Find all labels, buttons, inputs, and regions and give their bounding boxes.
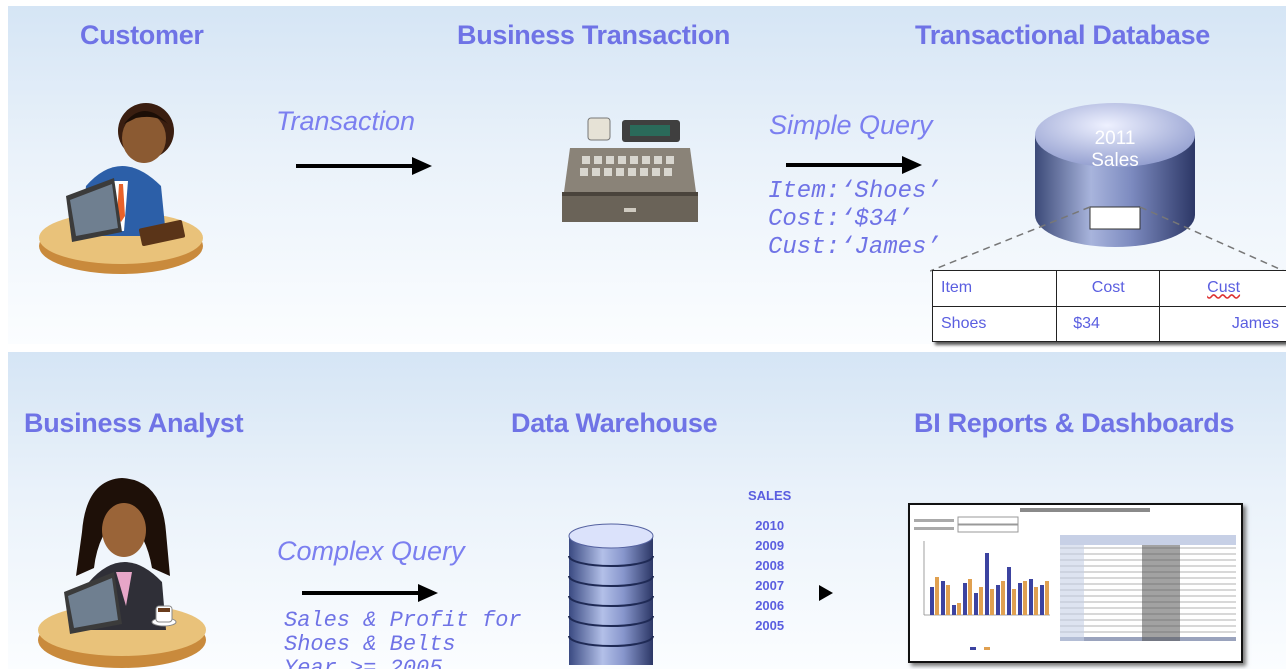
simple-query-arrow-icon bbox=[786, 156, 922, 174]
complex-query-line-3: Year >= 2005 bbox=[284, 656, 443, 669]
sales-record-table: Item Cost Cust Shoes $34 James bbox=[931, 270, 1286, 342]
cash-register-icon bbox=[562, 117, 698, 222]
complex-query-label: Complex Query bbox=[277, 536, 465, 566]
transaction-arrow-icon bbox=[296, 157, 432, 175]
cylinder-caption: 2011 Sales bbox=[1085, 128, 1145, 172]
heading-customer: Customer bbox=[80, 20, 204, 50]
simple-query-cust: Cust:‘James’ bbox=[768, 234, 941, 261]
simple-query-cost: Cost:‘$34’ bbox=[768, 206, 913, 233]
table-callout-lines bbox=[930, 206, 1285, 272]
complex-query-arrow-icon bbox=[302, 584, 438, 602]
sales-title: SALES bbox=[748, 488, 792, 503]
table-cell-item: Shoes bbox=[931, 305, 1058, 342]
sales-years-list: SALES 2010 2009 2008 2007 2006 2005 bbox=[748, 488, 791, 638]
database-cylinder-icon bbox=[1035, 103, 1195, 247]
sales-year-item: 2007 bbox=[755, 578, 785, 593]
sales-year-item: 2006 bbox=[755, 598, 785, 613]
play-arrow-icon bbox=[819, 585, 833, 601]
warehouse-stack-icon bbox=[568, 523, 654, 665]
heading-transactional-database: Transactional Database bbox=[915, 20, 1211, 50]
table-header-row: Item Cost Cust bbox=[931, 270, 1286, 307]
cylinder-year: 2011 bbox=[1094, 128, 1136, 149]
bi-report-thumbnail bbox=[908, 503, 1243, 663]
simple-query-item: Item:‘Shoes’ bbox=[768, 178, 941, 205]
simple-query-label: Simple Query bbox=[769, 110, 933, 140]
complex-query-line-2: Shoes & Belts bbox=[284, 632, 456, 657]
sales-year-item: 2005 bbox=[755, 618, 785, 633]
analyst-at-desk-icon bbox=[38, 478, 206, 668]
sales-year-item: 2010 bbox=[755, 518, 785, 533]
sales-year-item: 2008 bbox=[755, 558, 785, 573]
heading-business-analyst: Business Analyst bbox=[24, 408, 244, 438]
cylinder-sales: Sales bbox=[1091, 150, 1139, 171]
report-chart-icon bbox=[910, 505, 1241, 661]
heading-data-warehouse: Data Warehouse bbox=[511, 408, 718, 438]
customer-at-desk-icon bbox=[39, 103, 203, 274]
table-header-cust: Cust bbox=[1159, 270, 1286, 307]
table-header-item: Item bbox=[931, 270, 1058, 307]
transaction-label: Transaction bbox=[276, 106, 416, 136]
table-header-cost: Cost bbox=[1056, 270, 1161, 307]
table-row: Shoes $34 James bbox=[931, 305, 1286, 342]
heading-bi-reports: BI Reports & Dashboards bbox=[914, 408, 1235, 438]
table-cell-cost: $34 bbox=[1056, 305, 1161, 342]
heading-business-transaction: Business Transaction bbox=[457, 20, 731, 50]
sales-year-item: 2009 bbox=[755, 538, 785, 553]
complex-query-line-1: Sales & Profit for bbox=[284, 608, 522, 633]
table-cell-cust: James bbox=[1159, 305, 1286, 342]
